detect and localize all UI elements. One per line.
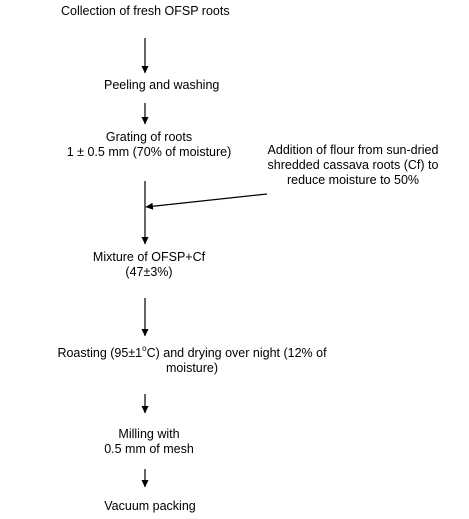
step-grating-line2: 1 ± 0.5 mm (70% of moisture) [66,145,232,159]
step-packing: Vacuum packing [104,499,196,514]
step-peeling: Peeling and washing [104,78,219,93]
arrow-addition-to-main [145,193,268,210]
step-grating: Grating of roots 1 ± 0.5 mm (70% of mois… [67,130,232,160]
step-collection-label: Collection of fresh OFSP roots [61,4,230,18]
step-mixture: Mixture of OFSP+Cf (47±3%) [93,250,205,280]
step-milling-line2: 0.5 mm of mesh [104,442,194,456]
step-roasting: Roasting (95±1oC) and drying over night … [57,344,327,376]
step-roasting-line1: Roasting (95±1oC) and drying over night … [57,344,327,361]
step-addition-line2: shredded cassava roots (Cf) to [267,158,439,172]
step-collection: Collection of fresh OFSP roots [61,4,230,19]
step-grating-line1: Grating of roots [105,130,193,144]
step-mixture-line2: (47±3%) [125,265,173,279]
step-roasting-line2: moisture) [165,361,219,375]
step-mixture-line1: Mixture of OFSP+Cf [92,250,206,264]
step-milling: Milling with 0.5 mm of mesh [104,427,194,457]
step-roasting-line1-b: C) and drying over night (12% of [146,346,327,360]
step-addition: Addition of flour from sun-dried shredde… [268,143,439,188]
step-packing-label: Vacuum packing [104,499,196,513]
step-addition-line3: reduce moisture to 50% [286,173,420,187]
step-milling-line1: Milling with [118,427,180,441]
degree-superscript: o [142,344,147,354]
step-addition-line1: Addition of flour from sun-dried [267,143,439,157]
step-peeling-label: Peeling and washing [104,78,220,92]
step-roasting-line1-a: Roasting (95±1 [57,346,143,360]
